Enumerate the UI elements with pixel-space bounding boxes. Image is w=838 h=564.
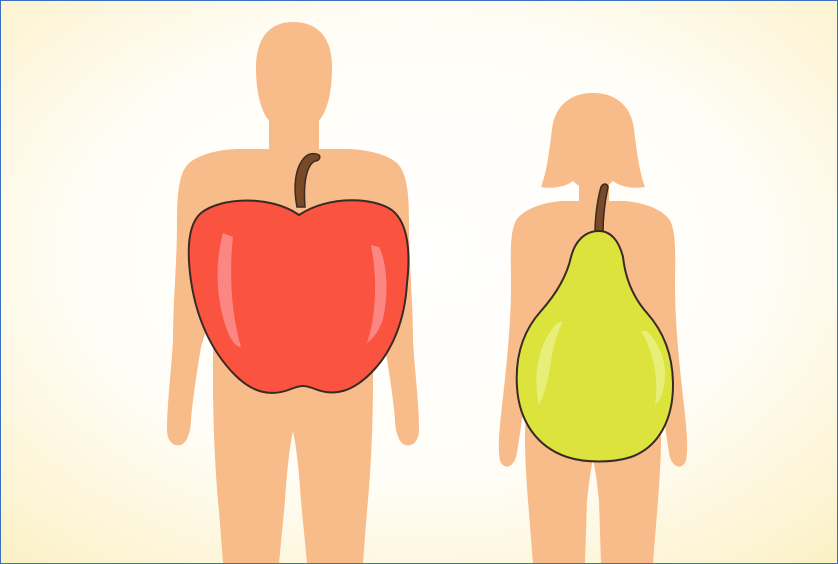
illustration-frame (0, 0, 838, 564)
body-shape-illustration (1, 1, 837, 563)
background (1, 1, 837, 563)
